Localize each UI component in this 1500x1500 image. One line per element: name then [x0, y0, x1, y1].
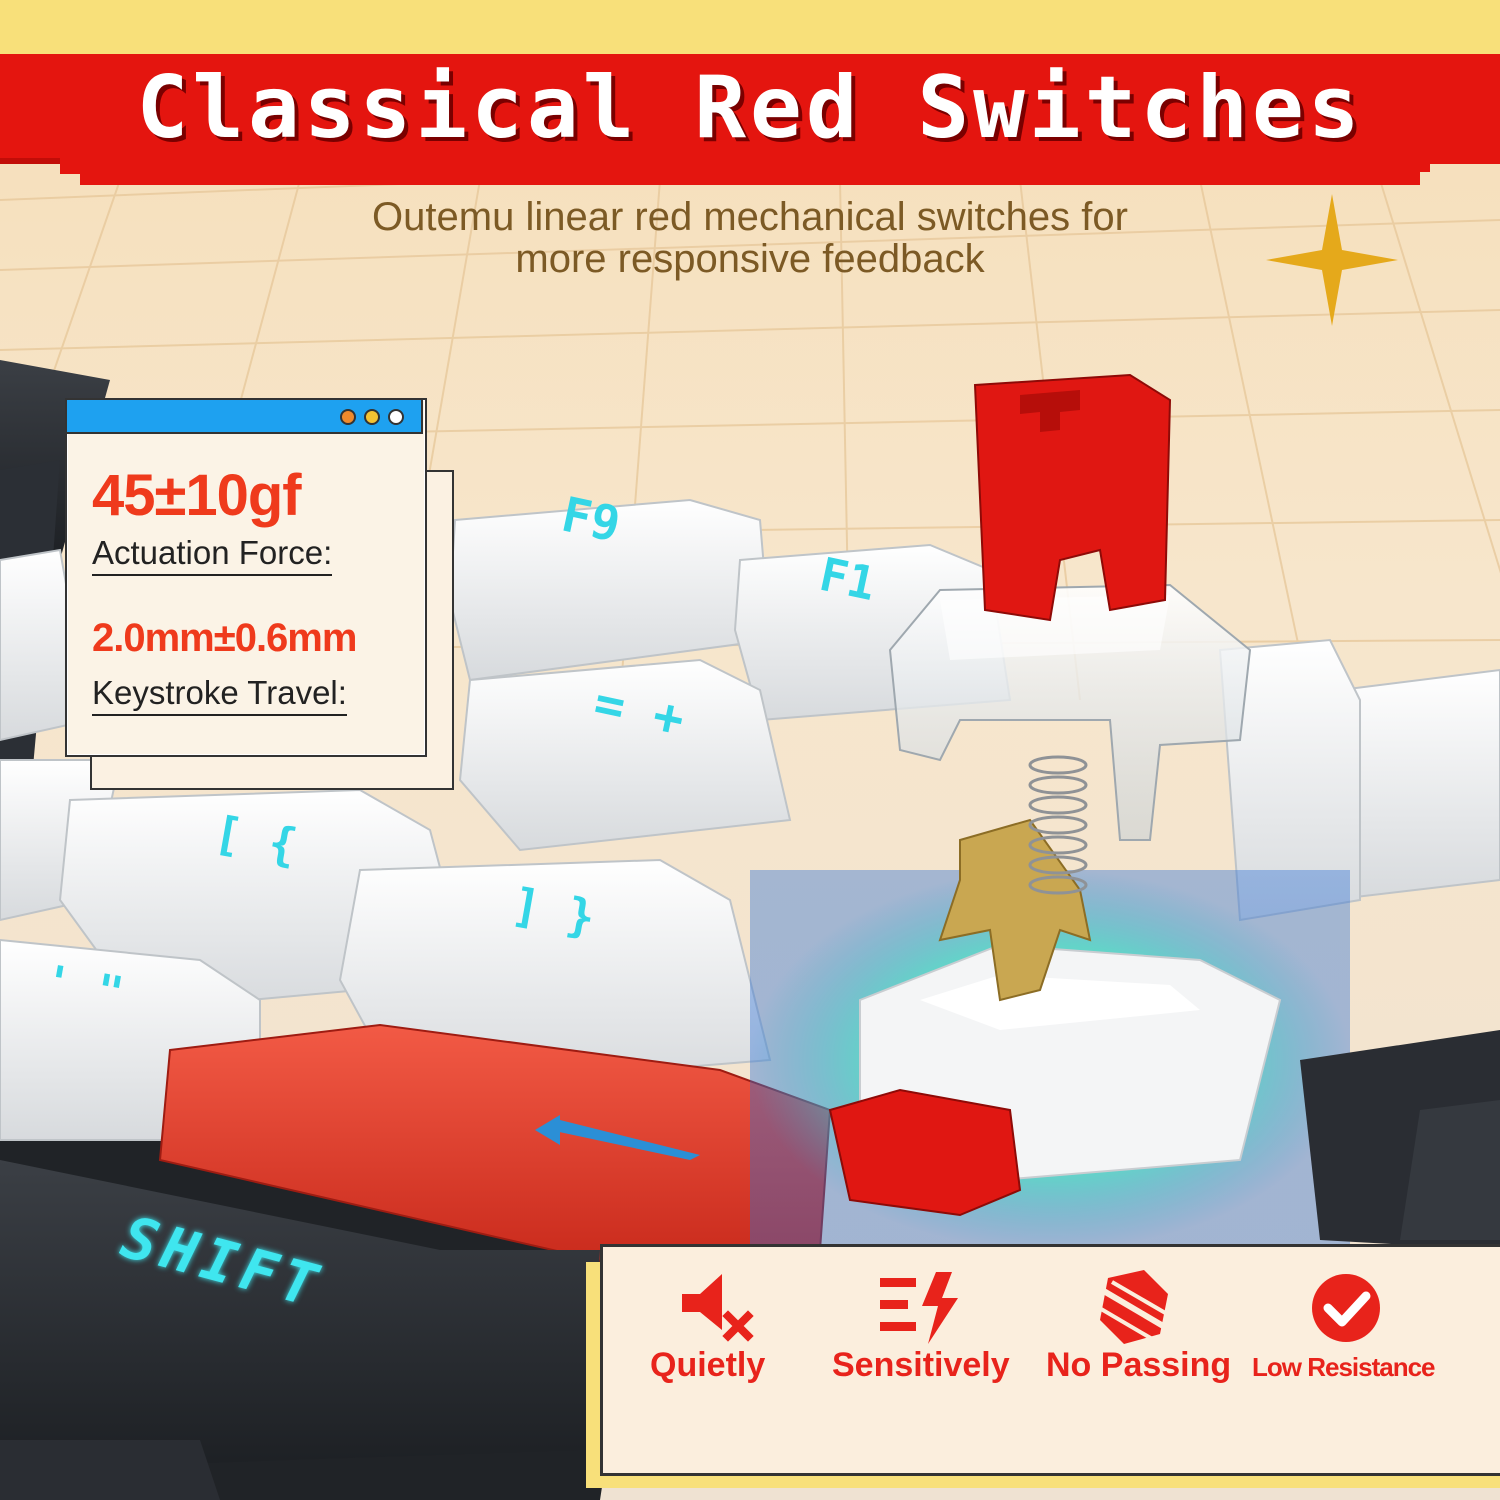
window-dot-orange — [340, 409, 356, 425]
keycap-legend-f10: F1 — [814, 546, 881, 612]
window-dot-white — [388, 409, 404, 425]
feature-label-low-resistance: Low Resistance — [1252, 1352, 1436, 1382]
subtitle-line-2: more responsive feedback — [515, 237, 985, 281]
keyboard-scene — [0, 360, 1500, 1500]
title-banner — [0, 54, 1500, 185]
top-yellow-strip — [0, 0, 1500, 54]
feature-label-sensitively: Sensitively — [832, 1346, 1010, 1384]
no-passing-icon — [1094, 1270, 1176, 1344]
check-circle-icon — [1312, 1274, 1380, 1342]
actuation-force-value: 45±10gf — [92, 463, 302, 528]
window-dot-yellow — [364, 409, 380, 425]
keystroke-travel-value: 2.0mm±0.6mm — [92, 616, 357, 660]
subtitle: Outemu linear red mechanical switches fo… — [250, 196, 1250, 280]
feature-label-quietly: Quietly — [650, 1346, 766, 1384]
actuation-force-label: Actuation Force: — [92, 534, 333, 576]
keystroke-travel-label: Keystroke Travel: — [92, 674, 347, 716]
lightning-speed-icon — [880, 1272, 958, 1344]
feature-label-no-passing: No Passing — [1046, 1346, 1232, 1384]
banner-title: Classical Red Switches — [136, 58, 1364, 158]
sparkle-star-icon — [1266, 194, 1398, 326]
subtitle-line-1: Outemu linear red mechanical switches fo… — [372, 195, 1128, 239]
spec-card-titlebar — [65, 398, 423, 434]
keycap-legend-f9: F9 — [556, 486, 625, 554]
mute-speaker-icon — [682, 1274, 754, 1342]
spec-card — [65, 398, 427, 757]
